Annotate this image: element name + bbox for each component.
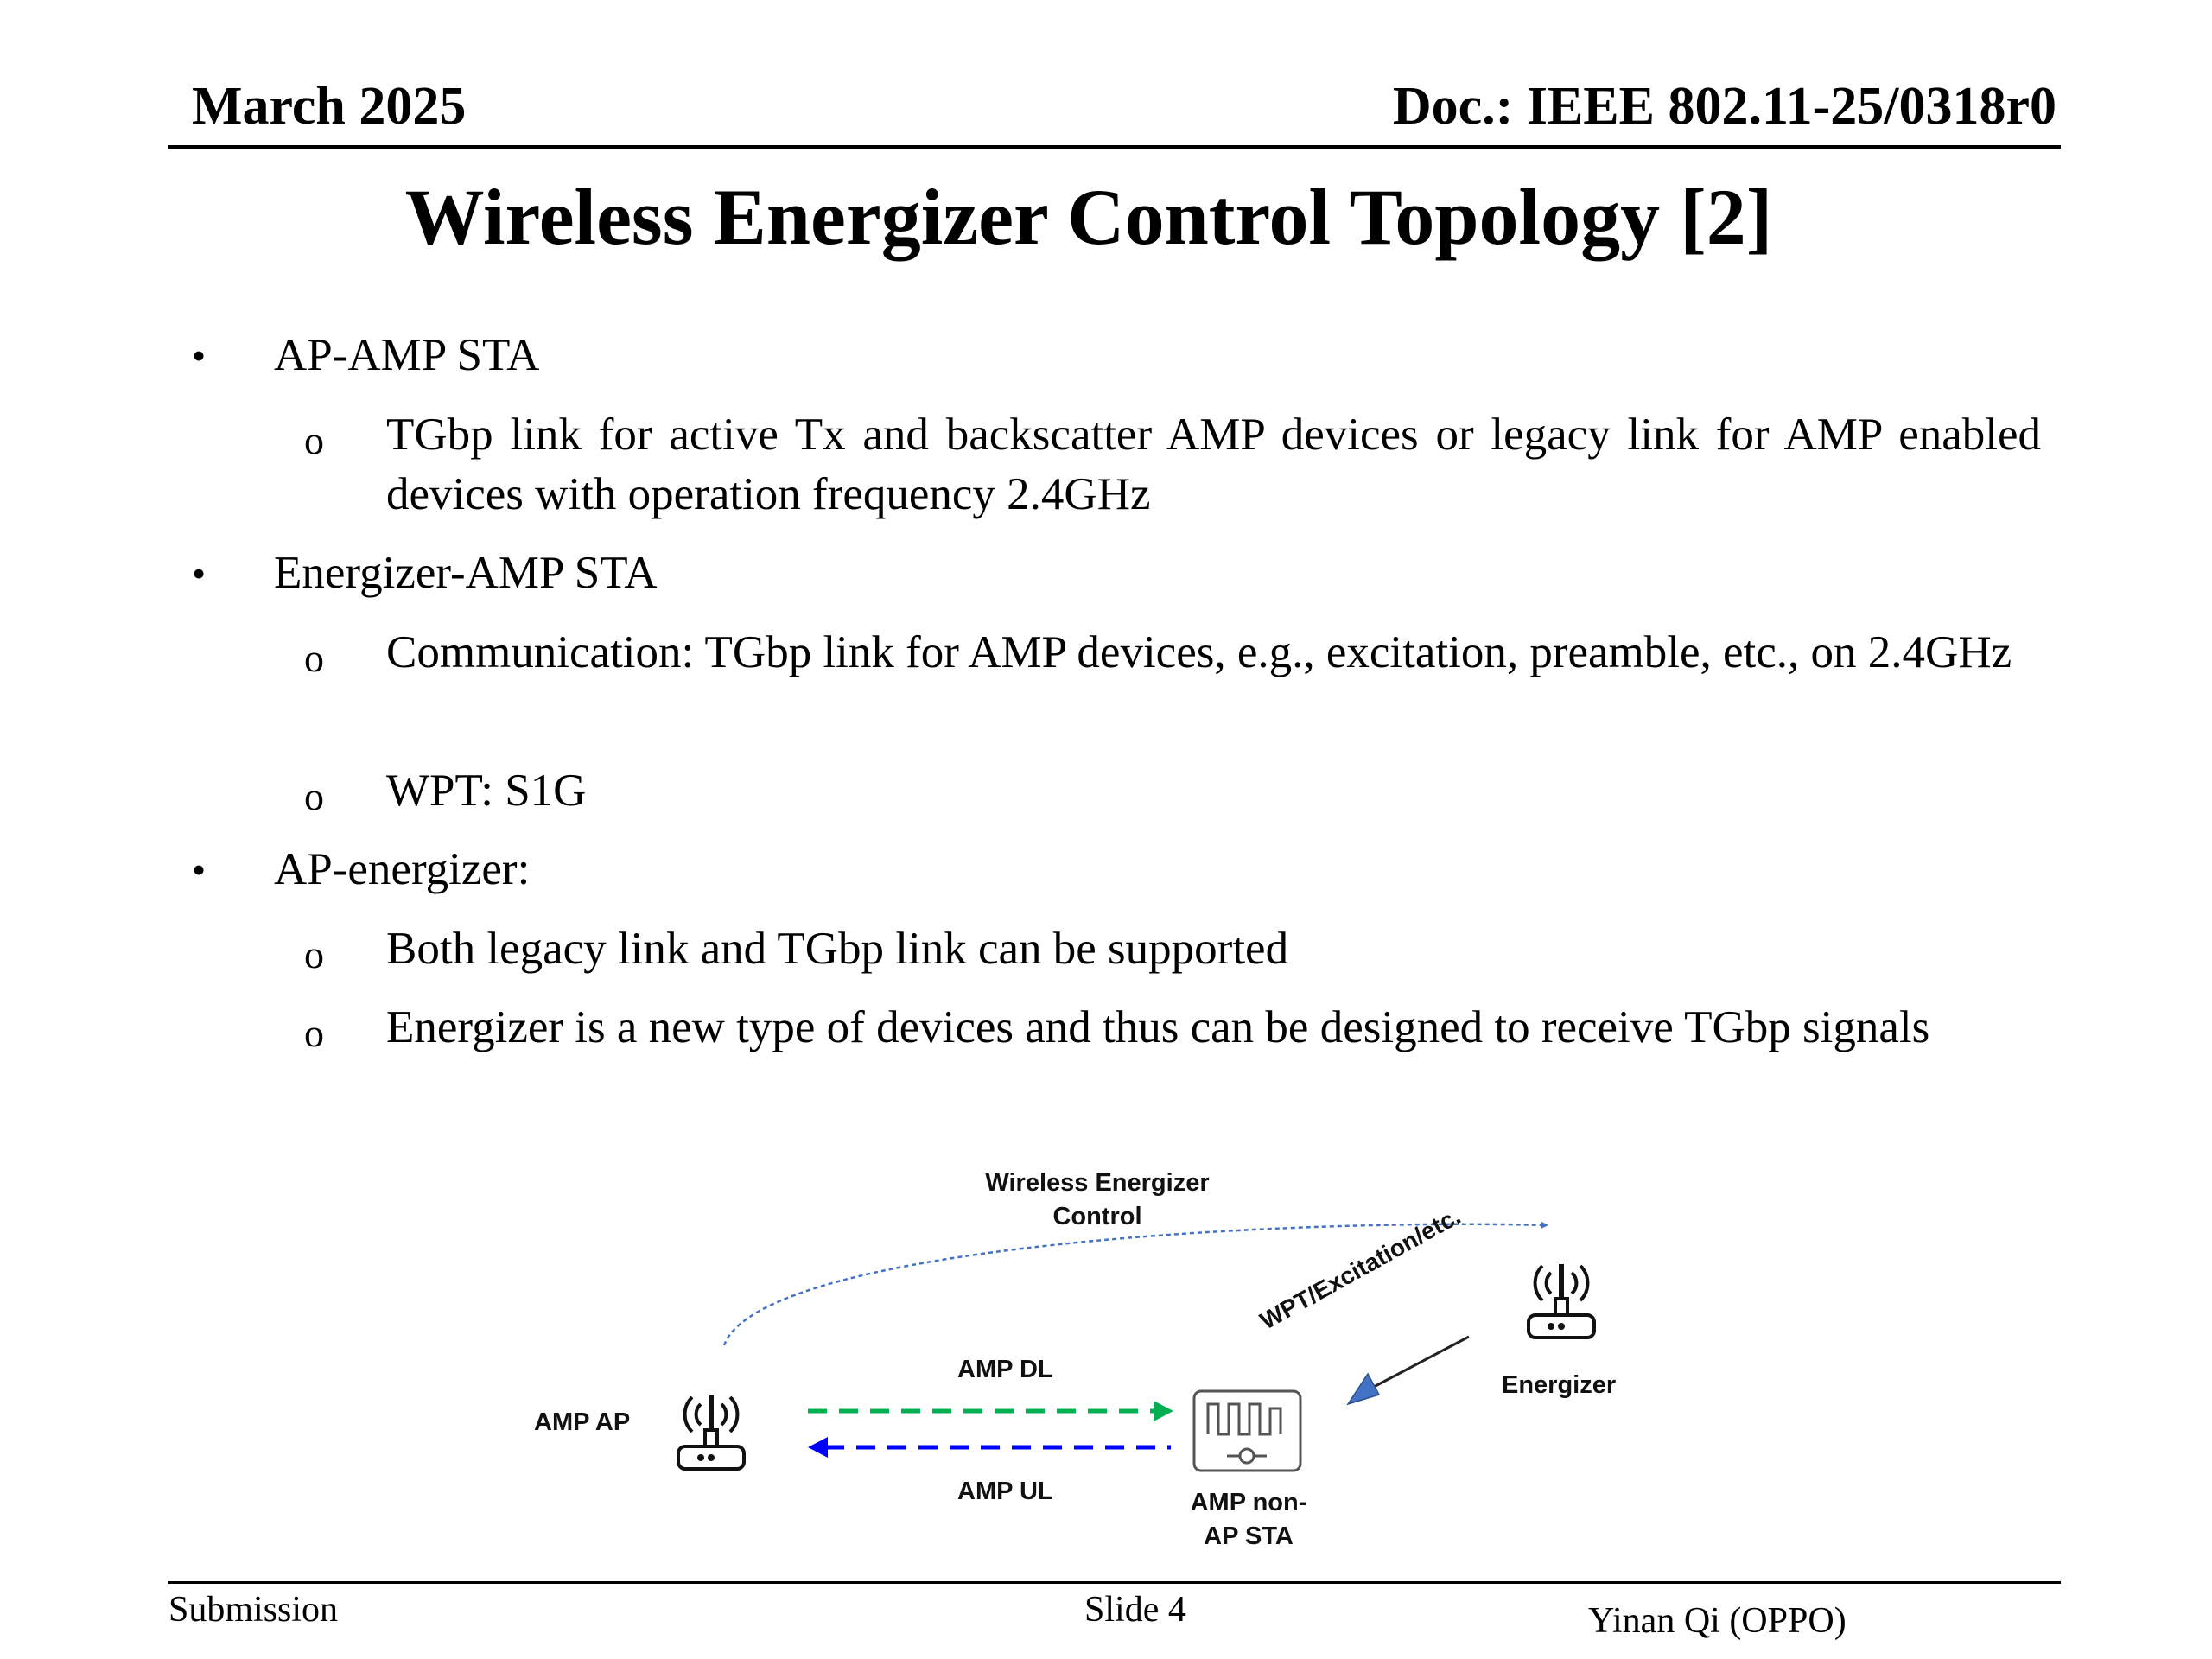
sub-bullet-text: WPT: S1G [386,766,587,816]
sub-bullet-text: Both legacy link and TGbp link can be su… [386,924,1289,974]
router-icon [677,1395,746,1471]
ul-arrowhead [808,1437,828,1458]
control-label-line1: Wireless Energizer [985,1169,1210,1197]
header-date: March 2025 [192,77,467,136]
amp-dl-label: AMP DL [957,1356,1053,1383]
sub-bullet-text: TGbp link for active Tx and backscatter … [386,410,2041,519]
header-doc-id: Doc.: IEEE 802.11-25/0318r0 [1392,77,2056,136]
sub-bullet-marker: o [304,1011,324,1055]
amp-ap-label: AMP AP [534,1408,631,1436]
sub-bullet-marker: o [304,932,324,976]
footer-rule [168,1581,2061,1584]
control-link-label: Wireless Energizer Control [985,1166,1210,1234]
bullet-marker: • [192,551,207,595]
amp-ul-label: AMP UL [957,1478,1053,1505]
sub-bullet-marker: o [304,418,324,462]
bullet-marker: • [192,334,207,378]
control-label-line2: Control [1052,1203,1142,1231]
footer-submission: Submission [168,1590,339,1630]
header-rule [168,145,2061,149]
wpt-arrow-line [1373,1335,1470,1389]
bullet-text: AP-energizer: [274,844,531,894]
energizer-label: Energizer [1502,1371,1617,1399]
slide-title: Wireless Energizer Control Topology [2] [404,173,1773,261]
bullet-text: AP-AMP STA [274,330,540,380]
sub-bullet-marker: o [304,636,324,680]
footer-slide-number: Slide 4 [1084,1590,1186,1630]
footer-author: Yinan Qi (OPPO) [1588,1601,1847,1641]
wpt-arrowhead [1346,1372,1381,1406]
dl-arrowhead [1154,1401,1173,1421]
router-icon [1527,1264,1596,1339]
sub-bullet-marker: o [304,774,324,818]
amp-sta-device-icon [1192,1389,1302,1472]
amp-sta-label: AMP non- AP STA [1158,1486,1339,1554]
bullet-text: Energizer-AMP STA [274,548,658,598]
sta-label-line2: AP STA [1204,1522,1294,1551]
bullet-marker: • [192,848,207,892]
sub-bullet-text: Communication: TGbp link for AMP devices… [386,627,2012,677]
sta-label-line1: AMP non- [1190,1489,1307,1516]
sub-bullet-text: Energizer is a new type of devices and t… [386,1002,1930,1052]
